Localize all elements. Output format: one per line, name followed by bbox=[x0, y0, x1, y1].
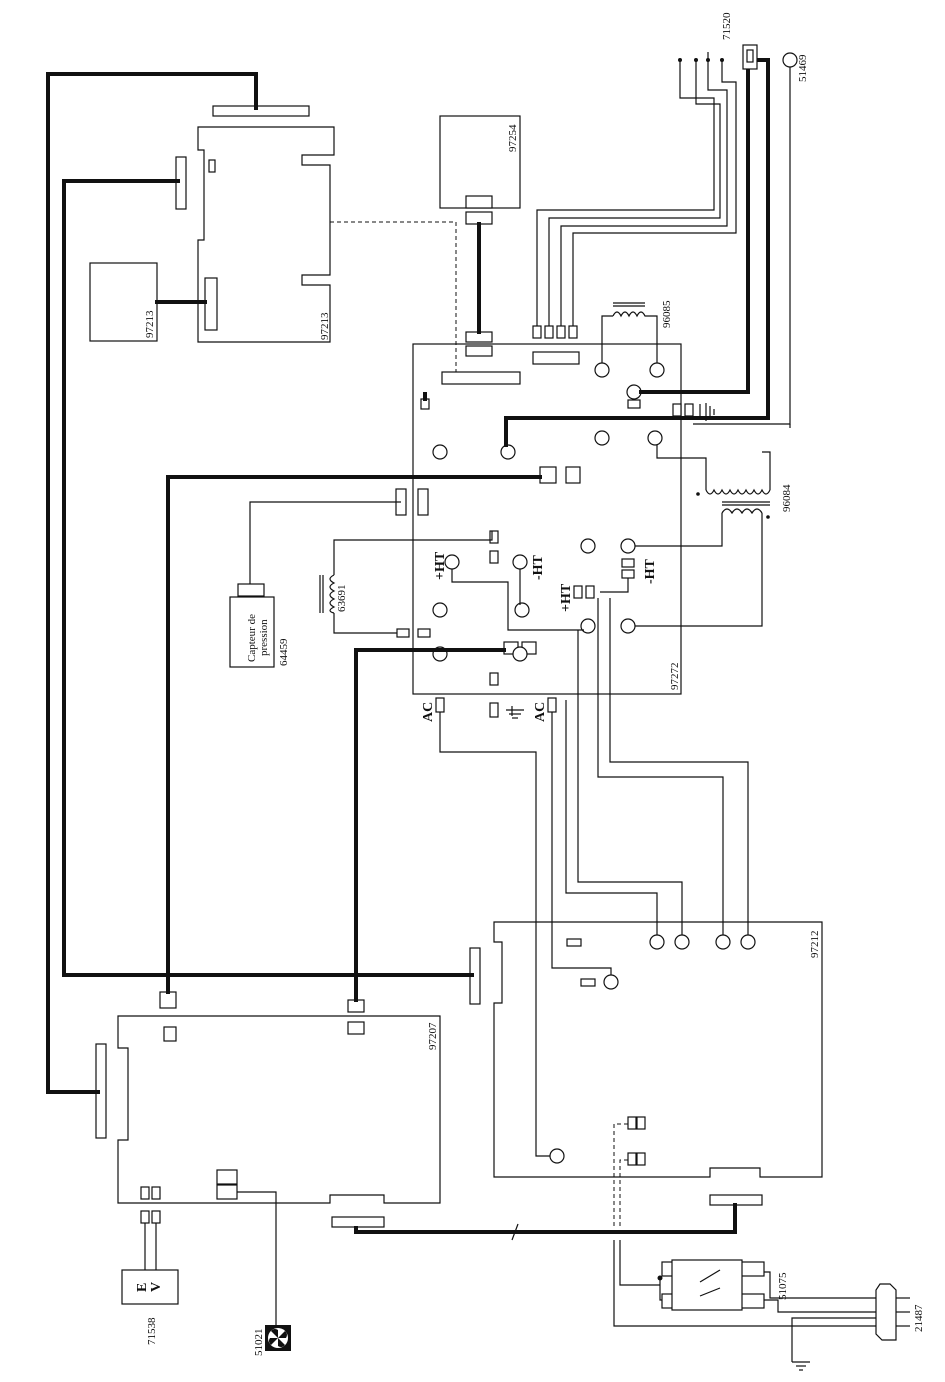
board-97213-main bbox=[175, 105, 335, 343]
connector-97213-top bbox=[212, 105, 310, 117]
ev-label-v: V bbox=[149, 1282, 164, 1292]
labels: 97213 97213 97254 97272 97212 97207 7152… bbox=[135, 12, 925, 1356]
label-21487: 21487 bbox=[913, 1304, 925, 1332]
label-ac-1: AC bbox=[421, 702, 436, 722]
thin-wires bbox=[144, 60, 876, 1362]
label-minus-ht-2: -HT bbox=[643, 558, 658, 584]
board-97272 bbox=[395, 325, 694, 718]
board-97213-small bbox=[89, 262, 158, 342]
fan-51021 bbox=[265, 1325, 291, 1351]
label-97254: 97254 bbox=[507, 124, 519, 152]
label-71538: 71538 bbox=[146, 1317, 158, 1345]
board-97254 bbox=[439, 115, 521, 225]
label-51469: 51469 bbox=[797, 54, 809, 82]
label-plus-ht-1: +HT bbox=[433, 551, 448, 580]
label-97213-main: 97213 bbox=[319, 312, 331, 340]
inductor-63691 bbox=[319, 574, 336, 614]
connector-97272-long bbox=[441, 371, 521, 385]
ev-label-e: E bbox=[135, 1283, 150, 1292]
pressure-sensor bbox=[229, 583, 275, 668]
label-minus-ht-1: -HT bbox=[531, 554, 546, 580]
pressure-sensor-line1: Capteur de bbox=[246, 614, 258, 662]
board-97207 bbox=[95, 991, 441, 1228]
pressure-sensor-line2: pression bbox=[258, 619, 270, 656]
label-97212: 97212 bbox=[809, 931, 821, 959]
transformer-96084 bbox=[696, 488, 771, 519]
board-97212 bbox=[469, 921, 823, 1206]
label-63691: 63691 bbox=[336, 585, 348, 613]
label-96085: 96085 bbox=[661, 300, 673, 328]
inductor-96085 bbox=[612, 302, 647, 318]
label-97213-small: 97213 bbox=[144, 310, 156, 338]
label-96084: 96084 bbox=[781, 484, 793, 512]
label-51075: 51075 bbox=[777, 1272, 789, 1300]
plug-21487 bbox=[875, 1283, 910, 1341]
label-plus-ht-2: +HT bbox=[559, 583, 574, 612]
switch-71520 bbox=[678, 44, 758, 70]
label-ac-2: AC bbox=[533, 702, 548, 722]
ground-symbols bbox=[506, 403, 810, 1371]
label-97207: 97207 bbox=[427, 1022, 439, 1050]
label-71520: 71520 bbox=[721, 12, 733, 40]
label-64459: 64459 bbox=[278, 638, 290, 666]
label-51021: 51021 bbox=[253, 1329, 265, 1357]
thick-wires bbox=[46, 58, 770, 1234]
label-97272: 97272 bbox=[669, 663, 681, 691]
switch-51075 bbox=[657, 1259, 765, 1311]
valve-71538 bbox=[121, 1269, 179, 1305]
terminal-51469 bbox=[782, 52, 798, 68]
